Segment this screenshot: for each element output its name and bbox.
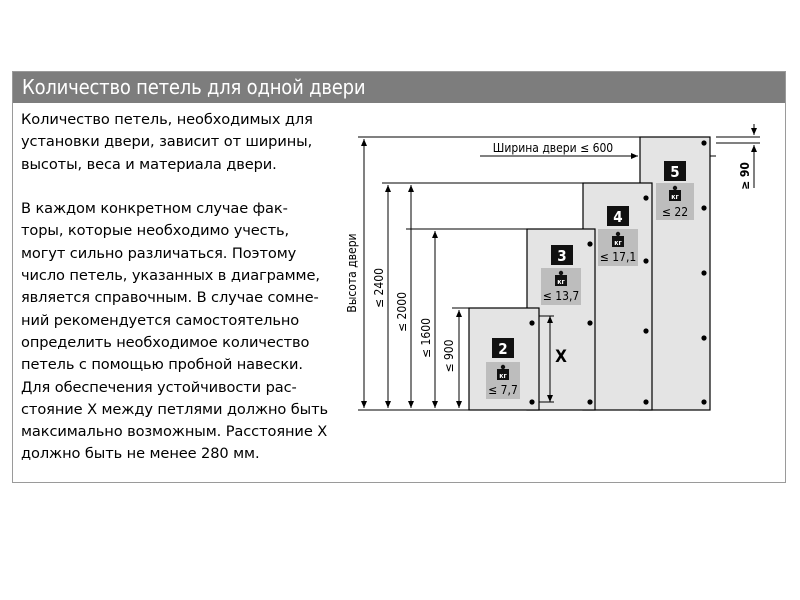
hinge-count-4: 4: [613, 208, 622, 226]
height-axis-label: Высота двери: [345, 233, 359, 312]
hinge-dot: [701, 140, 707, 146]
weight-unit-label: кг: [614, 239, 622, 247]
hinge-diagram: Высота двери ≤ 2400 ≤ 2000 ≤ 1600 ≤ 900 …: [345, 124, 760, 411]
hinge-count-5: 5: [670, 163, 679, 181]
hinge-dot: [701, 399, 707, 405]
hinge-dot: [701, 270, 707, 276]
x-distance-label: X: [555, 347, 567, 367]
hinge-dot: [701, 335, 707, 341]
hinge-count-3: 3: [557, 247, 566, 265]
door-width-label: Ширина двери ≤ 600: [493, 141, 614, 155]
height-label-900: ≤ 900: [442, 339, 456, 372]
weight-label-2: ≤ 7,7: [488, 383, 518, 397]
hinge-dot: [529, 320, 535, 326]
description-text: Количество петель, необходимых для устан…: [21, 111, 329, 463]
height-label-2000: ≤ 2000: [395, 292, 409, 332]
weight-label-3: ≤ 13,7: [543, 289, 580, 303]
hinge-dot: [643, 399, 649, 405]
hinge-dot: [643, 258, 649, 264]
hinge-dot: [643, 195, 649, 201]
weight-icon: кг: [555, 270, 567, 286]
hinge-dot: [529, 399, 535, 405]
hinge-dot: [643, 328, 649, 334]
hinge-dot: [587, 399, 593, 405]
weight-unit-label: кг: [671, 193, 679, 201]
weight-unit-label: кг: [557, 278, 565, 286]
weight-icon: кг: [669, 185, 681, 201]
top-offset-label: ≥ 90: [738, 162, 752, 190]
weight-label-5: ≤ 22: [662, 205, 688, 219]
weight-label-4: ≤ 17,1: [600, 250, 637, 264]
height-label-1600: ≤ 1600: [419, 318, 433, 358]
hinge-dot: [701, 205, 707, 211]
hinge-dot: [587, 320, 593, 326]
hinge-count-2: 2: [498, 340, 507, 358]
weight-icon: кг: [612, 231, 624, 247]
weight-unit-label: кг: [499, 372, 507, 380]
hinge-dot: [587, 241, 593, 247]
weight-icon: кг: [497, 364, 509, 380]
height-label-2400: ≤ 2400: [372, 268, 386, 308]
panel-title: Количество петель для одной двери: [13, 72, 785, 103]
